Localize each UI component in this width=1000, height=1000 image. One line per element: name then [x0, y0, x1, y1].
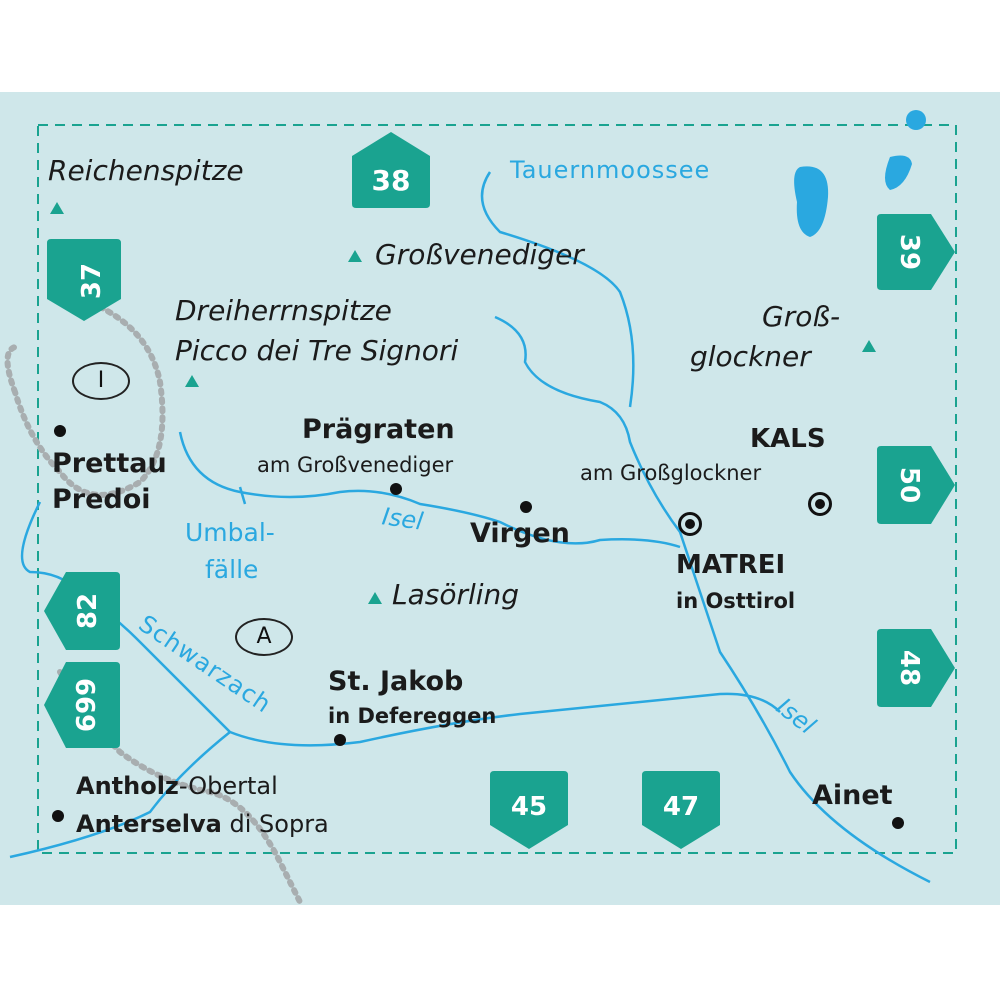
- label-kals-sub: am Großglockner: [580, 461, 762, 485]
- label-prettau: Prettau: [52, 448, 167, 479]
- label-ainet: Ainet: [812, 780, 893, 811]
- lake-small: [885, 155, 912, 190]
- map-area: 38 37 39 50 82 48 699 45 47 Reichenspitz…: [0, 92, 1000, 905]
- label-reichenspitze: Reichenspitze: [48, 154, 244, 187]
- river-tick-umbal: [238, 486, 247, 505]
- river-tauernbach: [480, 171, 635, 408]
- town-virgen-dot-icon: [520, 501, 532, 513]
- label-anterselva: Anterselva di Sopra: [76, 810, 329, 838]
- label-dreiherrnspitze: Dreiherrnspitze: [175, 294, 392, 327]
- shield-48-label: 48: [894, 650, 924, 686]
- label-virgen: Virgen: [470, 518, 570, 549]
- town-matrei-circle-dot-icon: [678, 512, 702, 536]
- label-gross: Groß-: [762, 300, 841, 333]
- map-sheet-82-shield[interactable]: 82: [42, 570, 122, 652]
- shield-82-label: 82: [73, 593, 103, 629]
- shield-37-label: 37: [77, 263, 107, 299]
- label-faelle: fälle: [205, 555, 259, 584]
- map-sheet-37-shield[interactable]: 37: [45, 237, 123, 323]
- river-isel-west: [178, 431, 681, 549]
- label-antholz: Antholz-Obertal: [76, 772, 278, 800]
- label-praegraten: Prägraten: [302, 414, 455, 445]
- label-predoi: Predoi: [52, 484, 151, 515]
- label-lasoerling: Lasörling: [392, 578, 520, 611]
- country-austria-marker: A: [235, 618, 293, 656]
- label-antholz-sub: -Obertal: [178, 772, 278, 800]
- shield-699-label: 699: [72, 678, 102, 732]
- river-isel-east: [494, 315, 931, 884]
- peak-lasoerling-icon: [368, 592, 382, 604]
- label-antholz-name: Antholz: [76, 772, 179, 800]
- lake-top: [906, 110, 926, 130]
- label-isel-west: Isel: [380, 502, 425, 536]
- peak-grossvenediger-icon: [348, 250, 362, 262]
- river-schwarzach: [20, 501, 781, 747]
- town-praegraten-dot-icon: [390, 483, 402, 495]
- town-st-jakob-dot-icon: [334, 734, 346, 746]
- label-grossvenediger: Großvenediger: [375, 238, 584, 271]
- label-tauernmoossee: Tauernmoossee: [510, 156, 711, 184]
- rivers: [9, 171, 931, 884]
- river-south-branch: [9, 731, 231, 859]
- map-linework: [4, 110, 957, 905]
- town-ainet-dot-icon: [892, 817, 904, 829]
- map-sheet-47-shield[interactable]: 47: [640, 769, 722, 851]
- shield-38-label: 38: [372, 164, 411, 197]
- label-st-jakob: St. Jakob: [328, 666, 464, 697]
- town-kals-circle-dot-icon: [808, 492, 832, 516]
- label-umbal: Umbal-: [185, 518, 275, 547]
- map-sheet-border: [37, 124, 957, 854]
- label-matrei: MATREI: [676, 550, 786, 580]
- peak-grossglockner-icon: [862, 340, 876, 352]
- national-border: [4, 304, 166, 498]
- label-kals: KALS: [750, 424, 826, 454]
- shield-39-label: 39: [894, 234, 924, 270]
- label-anterselva-name: Anterselva: [76, 810, 222, 838]
- label-st-jakob-sub: in Defereggen: [328, 704, 497, 728]
- map-sheet-38-shield[interactable]: 38: [350, 130, 432, 210]
- peak-reichenspitze-icon: [50, 202, 64, 214]
- shield-50-label: 50: [894, 467, 924, 503]
- label-glockner: glockner: [690, 340, 811, 373]
- map-sheet-45-shield[interactable]: 45: [488, 769, 570, 851]
- map-sheet-699-shield[interactable]: 699: [42, 660, 122, 750]
- town-antholz-dot-icon: [52, 810, 64, 822]
- label-matrei-sub: in Osttirol: [676, 589, 796, 613]
- map-sheet-39-shield[interactable]: 39: [875, 212, 957, 292]
- shield-45-label: 45: [511, 792, 547, 822]
- label-anterselva-sub: di Sopra: [221, 810, 329, 838]
- country-italy-marker: I: [72, 362, 130, 400]
- shield-47-label: 47: [663, 792, 699, 822]
- map-sheet-48-shield[interactable]: 48: [875, 627, 957, 709]
- peak-dreiherrnspitze-icon: [185, 375, 199, 387]
- map-sheet-50-shield[interactable]: 50: [875, 444, 957, 526]
- label-praegraten-sub: am Großvenediger: [257, 453, 454, 477]
- lake-tauernmoossee: [794, 166, 829, 237]
- town-prettau-dot-icon: [54, 425, 66, 437]
- label-picco-dei-tre-signori: Picco dei Tre Signori: [175, 334, 459, 367]
